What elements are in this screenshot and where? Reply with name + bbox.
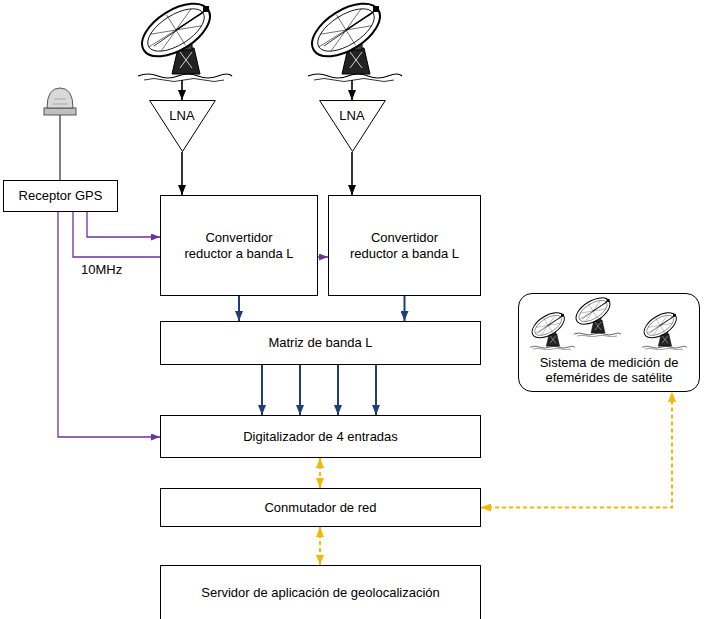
signal-label: 10MHz — [80, 262, 123, 278]
receiver-box: Receptor GPS — [3, 180, 118, 212]
node-text: Servidor de aplicación de geolocalizació… — [201, 585, 439, 601]
connector-arrow — [351, 152, 353, 195]
digitizer-box: Digitalizador de 4 entradas — [160, 415, 481, 458]
connector-arrow — [481, 392, 672, 508]
converter-box: Convertidor reductor a banda L — [328, 195, 481, 296]
node-text: Receptor GPS — [19, 188, 103, 204]
connector-arrow — [375, 365, 377, 415]
node-text: LNA — [339, 108, 364, 124]
triangle-outline — [149, 101, 215, 152]
antenna-dish — [640, 308, 687, 350]
node-text: Digitalizador de 4 entradas — [243, 429, 398, 445]
connector-arrow — [299, 365, 301, 415]
triangle-outline — [319, 100, 386, 152]
node-text: Sistema de medición de efemérides de sat… — [527, 355, 691, 386]
node-text: Convertidor reductor a banda L — [183, 230, 295, 261]
signal-arrow — [351, 80, 353, 100]
amplifier-triangle: LNA — [319, 100, 386, 152]
node-text: Conmutador de red — [264, 500, 376, 516]
connector-arrow — [58, 212, 160, 437]
connector-arrow — [319, 527, 321, 565]
antenna-dish — [133, 0, 232, 81]
node-text: Matriz de banda L — [268, 335, 372, 351]
triangle-outline — [149, 100, 216, 152]
antenna-dish — [303, 0, 402, 81]
converter-box: Convertidor reductor a banda L — [160, 195, 318, 296]
system-panel: Sistema de medición de efemérides de sat… — [518, 293, 700, 392]
signal-arrow — [181, 80, 183, 100]
switch-box: Conmutador de red — [160, 488, 481, 527]
amplifier-triangle: LNA — [149, 100, 216, 152]
connector-arrow — [319, 458, 321, 488]
matrix-box: Matriz de banda L — [160, 321, 481, 365]
connector-arrow — [87, 212, 160, 237]
server-box: Servidor de aplicación de geolocalizació… — [160, 565, 481, 619]
node-text: LNA — [169, 108, 194, 124]
triangle-outline — [319, 101, 385, 152]
connector-arrow — [261, 365, 263, 415]
antenna-dish — [528, 308, 575, 350]
connector-arrow — [238, 296, 240, 321]
antenna-dish — [572, 292, 621, 336]
gps-antenna-icon — [44, 88, 76, 180]
node-text: Convertidor reductor a banda L — [349, 230, 461, 261]
connector-arrow — [404, 296, 406, 321]
connector-arrow — [337, 365, 339, 415]
connector-arrow — [181, 152, 183, 195]
